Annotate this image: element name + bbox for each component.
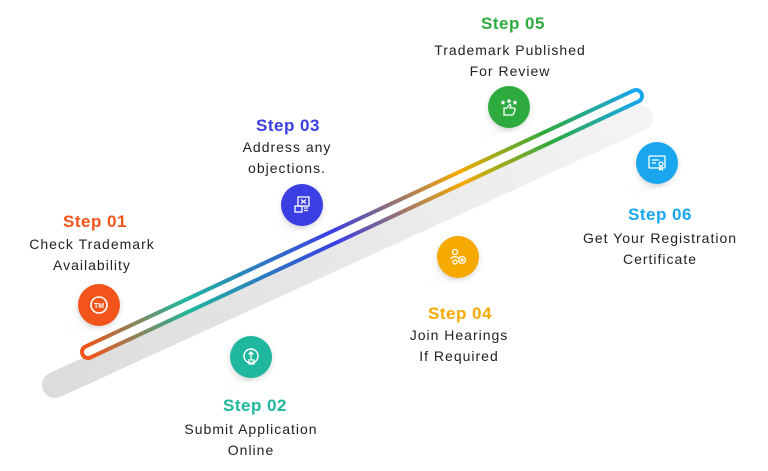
people-add-icon — [450, 248, 467, 265]
step-02-line-2: Online — [227, 442, 275, 458]
step-02-icon-badge — [230, 336, 272, 378]
step-04-line-2: If Required — [419, 348, 499, 364]
step-06-description: Get Your Registration Certificate — [555, 228, 765, 270]
step-01-title: Step 01 — [63, 212, 127, 231]
step-05-line-1: Trademark Published — [434, 42, 586, 58]
step-04-line-1: Join Hearings — [409, 327, 509, 343]
step-02-title: Step 02 — [223, 396, 287, 415]
step-05-description: Trademark Published For Review — [405, 40, 615, 82]
objection-document-icon — [294, 196, 310, 213]
certificate-icon — [648, 155, 666, 172]
step-03-icon-badge — [281, 184, 323, 226]
step-04-title: Step 04 — [428, 304, 492, 323]
touch-upload-icon — [243, 348, 259, 365]
track-shadow — [42, 105, 653, 398]
step-01-description: Check Trademark Availability — [0, 234, 197, 276]
step-03-title: Step 03 — [256, 116, 320, 135]
svg-text:TM: TM — [94, 303, 104, 310]
step-02-description: Submit Application Online — [146, 419, 356, 461]
step-05-line-2: For Review — [469, 63, 551, 79]
step-05-title: Step 05 — [481, 14, 545, 33]
step-03-description: Address any objections. — [182, 137, 392, 179]
step-02-line-1: Submit Application — [184, 421, 318, 437]
step-01-icon-badge: TM — [78, 284, 120, 326]
step-03-line-1: Address any — [242, 139, 332, 155]
step-01-line-1: Check Trademark — [29, 236, 155, 252]
thumbs-up-stars-icon — [500, 98, 518, 116]
step-06-line-1: Get Your Registration — [582, 230, 738, 246]
step-06-icon-badge — [636, 142, 678, 184]
step-03-line-2: objections. — [248, 160, 326, 176]
step-01-line-2: Availability — [53, 257, 131, 273]
step-04-icon-badge — [437, 236, 479, 278]
step-06-line-2: Certificate — [622, 251, 698, 267]
track-inner — [84, 92, 640, 356]
step-04-description: Join Hearings If Required — [354, 325, 564, 367]
step-05-icon-badge — [488, 86, 530, 128]
step-06-title: Step 06 — [628, 205, 692, 224]
tm-icon: TM — [90, 296, 108, 314]
